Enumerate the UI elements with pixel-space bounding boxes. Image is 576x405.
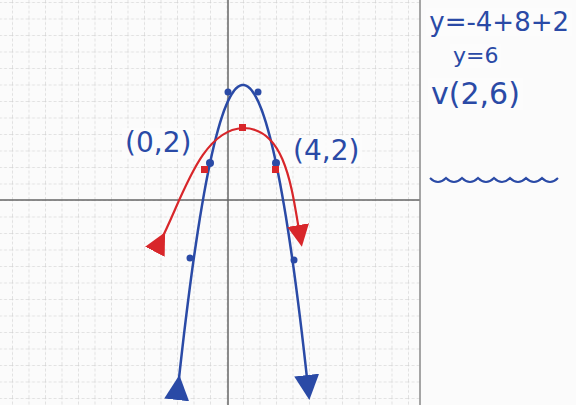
plotted-points [187, 89, 298, 264]
point-label: (0,2) [122, 128, 194, 158]
grid [0, 0, 420, 405]
equation-note: y=-4+8+2 [426, 8, 572, 36]
equation-note: y=6 [450, 44, 501, 68]
squiggle-underline [430, 178, 558, 182]
blue-parabola [178, 85, 308, 387]
y-axis [227, 0, 229, 405]
red-points [201, 124, 279, 173]
equation-note: v(2,6) [428, 78, 523, 110]
x-axis [0, 199, 420, 201]
point-label: (4,2) [290, 136, 362, 166]
paper-edge [419, 0, 421, 405]
